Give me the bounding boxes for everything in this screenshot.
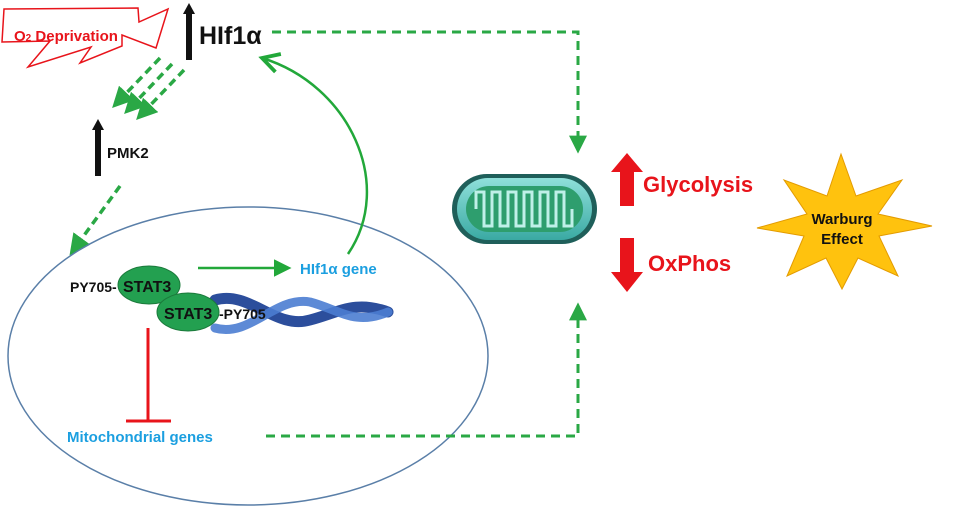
glycolysis-up: Glycolysis (611, 153, 753, 206)
up-arrow-icon (620, 170, 634, 206)
down-arrow-icon (620, 238, 634, 274)
hif1a-to-glycolysis-arrow (272, 30, 587, 154)
nucleus (7, 206, 489, 506)
warburg-line2: Effect (821, 231, 863, 248)
warburg-effect: Warburg Effect (756, 152, 933, 291)
hif1a-node: HIf1α (183, 3, 262, 60)
up-arrow-icon (186, 12, 192, 60)
hif1a-to-pmk2-arrows (112, 56, 186, 121)
pmk2-node: PMK2 (92, 119, 149, 176)
up-arrow-icon (95, 128, 101, 176)
stat3-bottom-label: STAT3 (164, 306, 212, 323)
pmk2-to-stat3-arrow (69, 184, 122, 256)
glycolysis-label: Glycolysis (643, 172, 753, 197)
oxphos-label: OxPhos (648, 251, 731, 276)
hif1a-gene-label: HIf1α gene (300, 261, 377, 278)
mitochondrial-genes-label: Mitochondrial genes (67, 429, 213, 446)
stat3-dimer: PY705- STAT3 STAT3 -PY705 (70, 265, 266, 332)
stat3-top (117, 265, 181, 305)
stat3-bottom (156, 292, 220, 332)
stat3-top-label: STAT3 (123, 279, 171, 296)
mitochondrion-icon (452, 174, 597, 244)
inhibition-bar-icon (126, 328, 171, 423)
py705-right-label: -PY705 (219, 306, 266, 322)
o2-deprivation-bolt: O2 Deprivation (1, 7, 170, 69)
starburst-icon (756, 152, 933, 291)
mito-genes-to-oxphos-arrow (266, 302, 587, 438)
hif1a-label: HIf1α (199, 22, 262, 50)
o2-deprivation-label: O2 Deprivation (14, 28, 118, 45)
py705-left-label: PY705- (70, 279, 117, 295)
pmk2-label: PMK2 (107, 145, 149, 162)
warburg-line1: Warburg (811, 211, 872, 228)
dna-helix-icon (209, 292, 394, 335)
oxphos-down: OxPhos (611, 238, 731, 292)
hif1a-gene-to-protein-arrow (262, 58, 369, 255)
lightning-bolt-icon (1, 7, 170, 69)
